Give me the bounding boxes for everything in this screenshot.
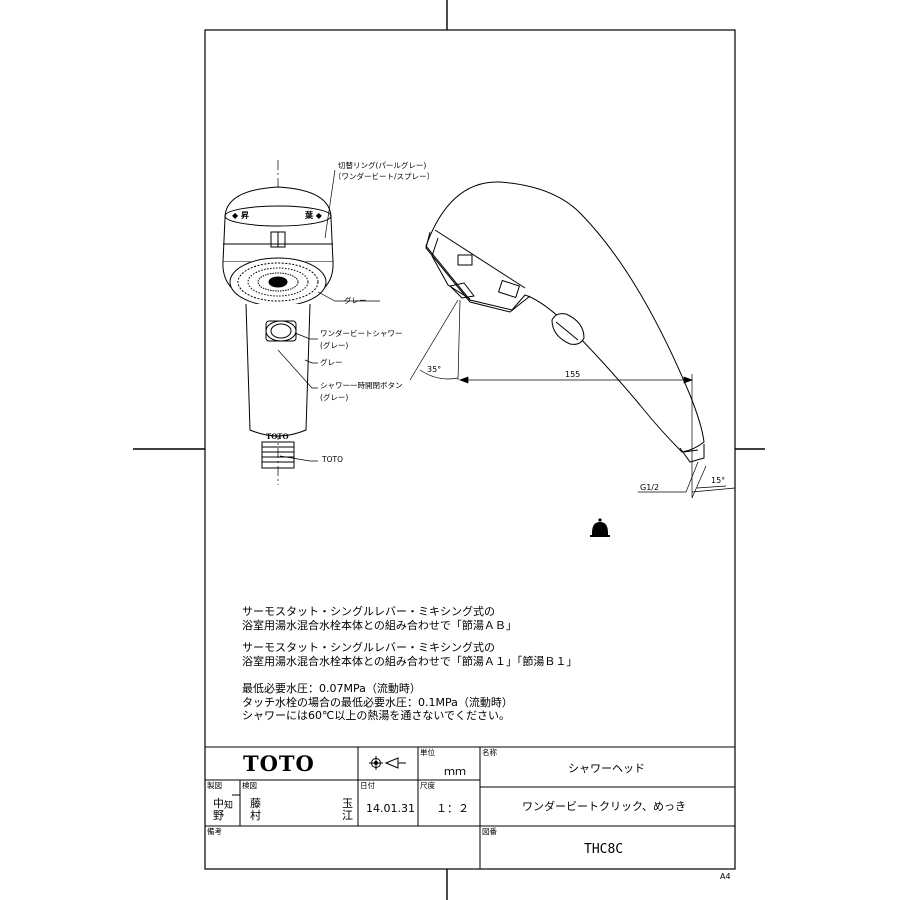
callout-wonder-sub: (グレー) — [320, 341, 349, 350]
body-logo: TOTO — [266, 432, 289, 441]
note-line-3: サーモスタット・シングルレバー・ミキシング式の — [242, 641, 495, 654]
callout-button: シャワー一時開閉ボタン — [320, 381, 403, 390]
drawn-label: 製図 — [207, 781, 222, 790]
callout-ring-sub: 〔ワンダービート/スプレー〕 — [334, 172, 435, 181]
model-name: ワンダービートクリック、めっき — [522, 800, 687, 813]
dim-length-155: 155 — [565, 370, 581, 379]
drawing-no-label: 図番 — [482, 827, 497, 836]
callout-toto: TOTO — [322, 455, 343, 464]
side-view-shower-head — [425, 181, 705, 463]
sheet-border — [204, 29, 736, 870]
checked-stamp-2: 江 — [342, 809, 353, 822]
callout-button-sub: (グレー) — [320, 393, 349, 402]
drawn-stamp: 知 — [224, 801, 234, 811]
date-value: 14.01.31 — [366, 802, 415, 815]
projection-symbol — [590, 518, 610, 537]
drawn-value-1: 中 — [213, 797, 224, 810]
scale-label: 尺度 — [420, 781, 435, 790]
name-label: 名称 — [482, 748, 497, 757]
note-line-4: 浴室用湯水混合水栓本体との組み合わせで「節湯Ａ１」「節湯Ｂ１」 — [242, 655, 578, 668]
dim-angle-15: 15° — [711, 476, 726, 485]
note-line-6: タッチ水栓の場合の最低必要水圧：0.1MPa（流動時） — [242, 696, 513, 709]
name-value: シャワーヘッド — [568, 762, 645, 775]
dim-thread: G1/2 — [640, 483, 660, 492]
title-block-frame — [205, 746, 735, 869]
checked-value-2: 村 — [250, 809, 261, 822]
note-line-1: サーモスタット・シングルレバー・ミキシング式の — [242, 605, 495, 618]
drawing-no-value: THC8C — [584, 842, 624, 857]
note-line-5: 最低必要水圧：0.07MPa（流動時） — [242, 682, 421, 695]
note-line-7: シャワーには60℃以上の熱湯を通さないでください。 — [242, 709, 511, 722]
brand-logo: TOTO — [243, 751, 315, 776]
front-view-leaders — [277, 169, 380, 462]
date-label: 日付 — [360, 781, 375, 790]
checked-value-1: 藤 — [250, 797, 261, 810]
third-angle-symbol — [369, 756, 406, 770]
unit-label: 単位 — [420, 748, 435, 757]
ring-mark-right: 葉 ◆ — [305, 211, 322, 220]
scale-value: １：２ — [436, 802, 469, 815]
checked-stamp-1: 玉 — [342, 797, 353, 810]
side-view-dimensions — [409, 299, 736, 499]
note-line-2: 浴室用湯水混合水栓本体との組み合わせで「節湯ＡＢ」 — [242, 619, 517, 632]
callout-gray-2: グレー — [320, 358, 343, 367]
ring-mark-left: ◆ 昇 — [232, 211, 249, 220]
callout-ring: 切替リング(パールグレー) — [338, 161, 427, 170]
drawn-value-2: 野 — [213, 809, 224, 822]
remarks-label: 備考 — [207, 827, 222, 836]
dim-angle-35: 35° — [427, 365, 442, 374]
unit-value: ｍｍ — [444, 765, 466, 778]
front-view-shower-head — [222, 160, 334, 485]
center-marks — [133, 0, 765, 900]
callout-gray-1: グレー — [344, 296, 367, 305]
checked-label: 検図 — [242, 781, 257, 790]
callout-wonder: ワンダービートシャワー — [320, 329, 403, 338]
sheet-size: A4 — [720, 872, 731, 881]
